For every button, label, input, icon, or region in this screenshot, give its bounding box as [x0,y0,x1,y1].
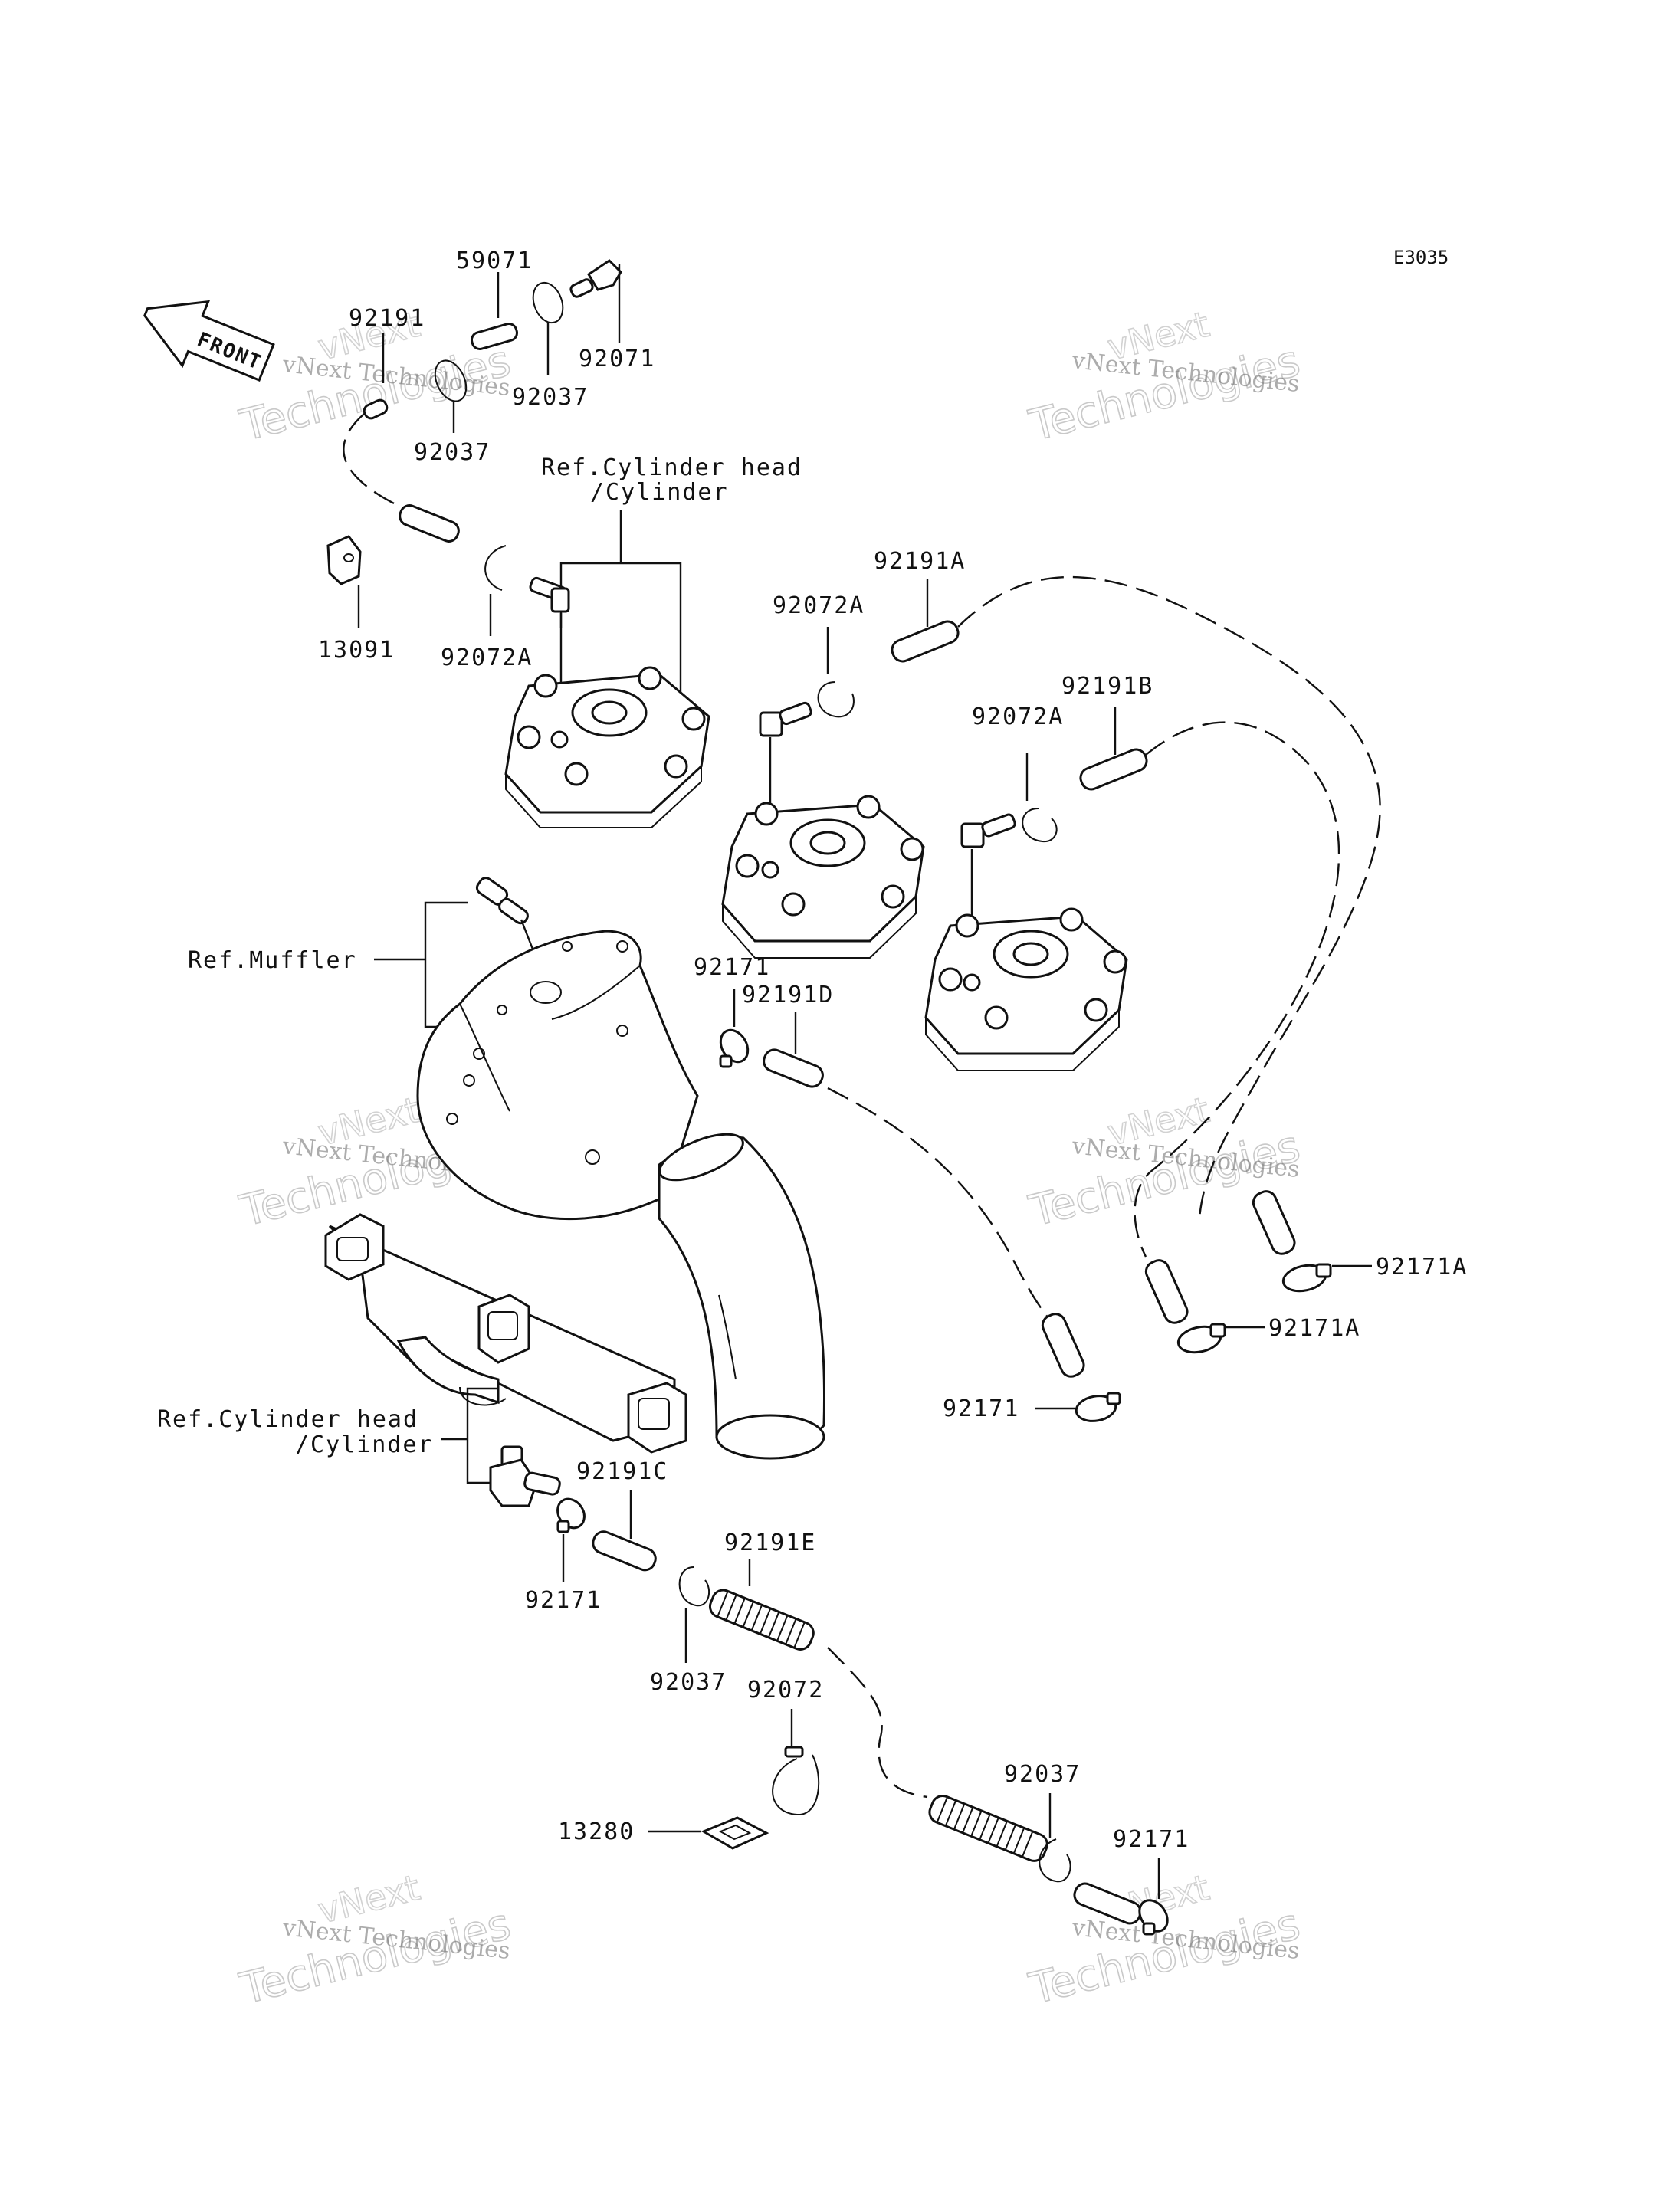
clip-92072A[interactable] [1022,753,1058,843]
hose-92191A[interactable] [889,579,961,664]
part-label-92037: 92037 [414,439,491,466]
part-label-13280: 13280 [558,1818,635,1845]
clamp-92171[interactable] [715,989,753,1068]
tee-fitting [489,1445,561,1507]
part-label-92191E: 92191E [724,1530,816,1556]
clip-92072[interactable] [772,1709,820,1816]
clip-92037[interactable] [528,278,568,375]
part-label-92191D: 92191D [742,982,834,1008]
cylinder-head-1 [504,666,710,828]
part-label-92191: 92191 [349,305,425,332]
hose-end [1252,1190,1296,1255]
hose-route-92191D [827,1087,1049,1319]
hose-segment [399,504,460,543]
ref-cylinder-head-top: Ref.Cylinder head [541,454,802,481]
part-label-92171: 92171 [1113,1826,1189,1853]
clip-92072A[interactable] [484,545,507,636]
part-label-92037: 92037 [650,1669,727,1696]
clamp-92171[interactable] [1134,1858,1173,1936]
front-arrow-icon: FRONT [143,300,275,382]
hose-route-92191A [957,575,1381,1219]
ref-bracket-bottom [466,1387,497,1484]
watermark-bottom-left: vNext Technologies vNext Technologies [235,1866,516,2015]
part-label-92171A: 92171A [1268,1315,1360,1342]
cylinder-head-2 [721,795,925,959]
fitting-92071[interactable] [569,259,622,343]
part-label-92171: 92171 [694,954,770,981]
exhaust-pipe [658,1133,825,1460]
part-label-92072: 92072 [747,1677,824,1703]
part-label-92171: 92171 [525,1587,602,1614]
watermark-top-right: vNext Technologies vNext Technologies [1024,303,1305,452]
hose-92191D[interactable] [761,1012,826,1090]
fitting-muffler [475,877,547,983]
part-label-92072A: 92072A [972,703,1064,730]
ref-cylinder-top-line2: /Cylinder [590,479,729,506]
part-label-92171A: 92171A [1376,1254,1468,1280]
part-label-92191A: 92191A [874,548,966,575]
hose-route [343,413,399,507]
clip-92072A[interactable] [817,627,855,718]
clamp-92171A[interactable] [1281,1262,1372,1295]
hose-end [1144,1259,1189,1324]
part-label-92191B: 92191B [1061,673,1153,700]
clip-92037[interactable] [1039,1793,1071,1883]
part-label-92191C: 92191C [576,1458,668,1485]
diagram-code: E3035 [1393,247,1449,268]
part-label-92072A: 92072A [441,644,533,671]
part-label-92171: 92171 [943,1395,1019,1422]
hose-corrugated [928,1794,1048,1862]
exhaust-manifold [324,1213,687,1454]
part-label-92071: 92071 [579,346,655,372]
hose-route-92191E [827,1647,928,1799]
part-label-13091: 13091 [318,637,395,664]
muffler [416,930,699,1221]
clip-92037[interactable] [678,1566,710,1663]
hose-92191E[interactable] [707,1587,816,1653]
hose-92191[interactable] [363,333,473,433]
cap-13091[interactable] [326,535,362,628]
ref-cylinder-head-bottom: Ref.Cylinder head [157,1406,418,1433]
hose-route-92191B [1134,721,1340,1258]
clamp-92171A[interactable] [1176,1323,1265,1356]
clamp-92171[interactable] [552,1494,589,1582]
fitting-59071[interactable] [470,272,519,351]
tie-mount-13280[interactable] [648,1816,769,1850]
part-label-92072A: 92072A [773,592,865,619]
hose-92191C[interactable] [590,1490,658,1573]
clamp-92171[interactable] [1035,1392,1121,1425]
cylinder-head-3 [924,907,1128,1071]
part-label-92037: 92037 [512,384,589,411]
part-label-92037: 92037 [1004,1761,1081,1788]
ref-muffler: Ref.Muffler [188,947,357,974]
ref-cylinder-bottom-line2: /Cylinder [295,1431,434,1458]
part-label-59071: 59071 [456,248,533,274]
hose-end [1041,1313,1085,1378]
watermark-bottom-right: vNext Technologies vNext Technologies [1024,1866,1305,2015]
hose-92191B[interactable] [1078,707,1150,792]
